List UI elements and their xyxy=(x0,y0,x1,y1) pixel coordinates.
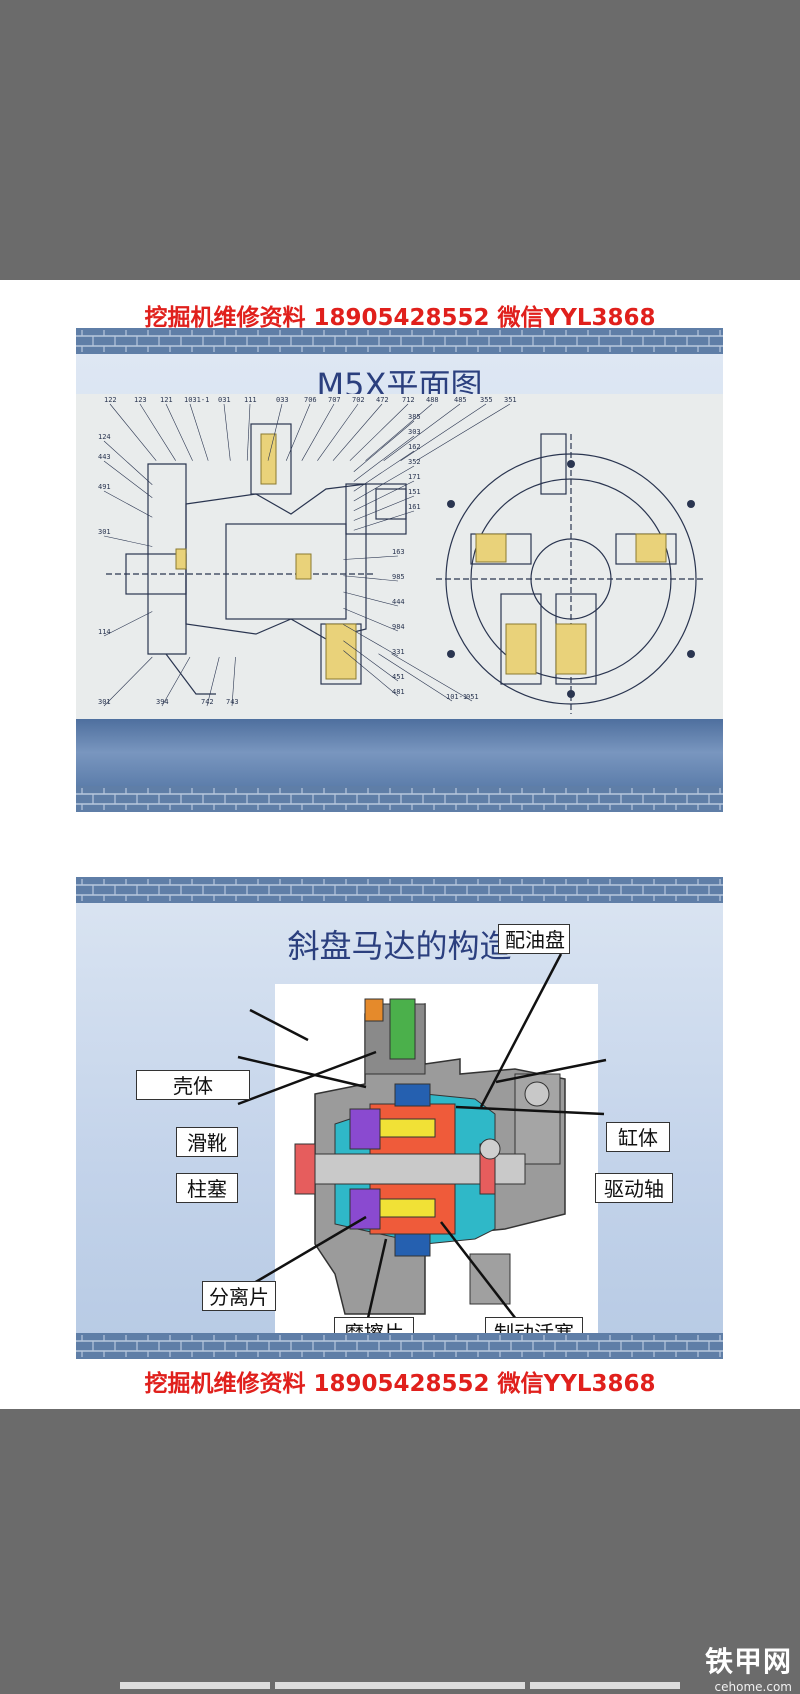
part-number-label: 351 xyxy=(504,396,517,404)
part-number-label: 331 xyxy=(392,648,405,656)
brick-strip-bottom xyxy=(76,786,723,812)
slide-m5x-plan: M5X平面图 xyxy=(76,328,723,812)
part-number-label: 301 xyxy=(98,528,111,536)
watermark-domain: cehome.com xyxy=(714,1680,792,1694)
part-number-label: 123 xyxy=(134,396,147,404)
part-number-label: 051 xyxy=(466,693,479,701)
nav-bar-segment xyxy=(275,1682,525,1689)
part-number-label: 111 xyxy=(244,396,257,404)
technical-drawing: 122 123 121 1031-1 031 111 033 706 707 702 472 712 4… xyxy=(76,394,723,719)
label-housing: 壳体 xyxy=(136,1070,250,1100)
part-number-label: 124 xyxy=(98,433,111,441)
part-number-label: 481 xyxy=(392,688,405,696)
label-drive-shaft: 驱动轴 xyxy=(595,1173,673,1203)
part-number-label: 162 xyxy=(408,443,421,451)
part-number-label: 352 xyxy=(408,458,421,466)
slide-bottom-band xyxy=(76,719,723,786)
part-number-label: 171 xyxy=(408,473,421,481)
site-watermark: 铁甲网 cehome.com xyxy=(705,1640,792,1694)
part-number-label: 491 xyxy=(98,483,111,491)
label-distributor-plate: 配油盘 xyxy=(498,924,570,954)
part-number-label: 101-1 xyxy=(446,693,467,701)
brick-pattern xyxy=(76,788,723,810)
brick-pattern xyxy=(76,1335,723,1357)
brick-strip-top xyxy=(76,328,723,354)
brick-strip-bottom xyxy=(76,1333,723,1359)
part-number-label: 031 xyxy=(218,396,231,404)
brick-pattern xyxy=(76,330,723,352)
label-separator-plate: 分离片 xyxy=(202,1281,276,1311)
part-number-label: 472 xyxy=(376,396,389,404)
slide-title: 斜盘马达的构造 xyxy=(287,927,512,965)
part-number-label: 355 xyxy=(480,396,493,404)
part-number-label: 163 xyxy=(392,548,405,556)
label-cylinder-block: 缸体 xyxy=(606,1122,670,1152)
part-number-label: 706 xyxy=(304,396,317,404)
nav-bar-segment xyxy=(530,1682,680,1689)
watermark-logo-text: 铁甲网 xyxy=(704,1645,792,1678)
contact-banner-bottom: 挖掘机维修资料 18905428552 微信YYL3868 xyxy=(144,1371,656,1397)
part-number-label: 151 xyxy=(408,488,421,496)
part-number-label: 985 xyxy=(392,573,405,581)
part-number-label: 121 xyxy=(160,396,173,404)
cross-section-diagram xyxy=(275,984,598,1359)
part-number-label: 114 xyxy=(98,628,111,636)
nav-bar-segment xyxy=(120,1682,270,1689)
part-number-label: 443 xyxy=(98,453,111,461)
part-number-label: 451 xyxy=(392,673,405,681)
part-number-label: 303 xyxy=(408,428,421,436)
contact-banner-top: 挖掘机维修资料 18905428552 微信YYL3868 xyxy=(144,305,656,331)
part-number-label: 485 xyxy=(454,396,467,404)
brick-strip-top xyxy=(76,877,723,903)
part-number-label: 707 xyxy=(328,396,341,404)
part-number-label: 394 xyxy=(156,698,169,706)
label-slipper: 滑靴 xyxy=(176,1127,238,1157)
part-number-label: 712 xyxy=(402,396,415,404)
part-number-label: 444 xyxy=(392,598,405,606)
part-number-label: 488 xyxy=(426,396,439,404)
part-number-label: 385 xyxy=(408,413,421,421)
part-number-label: 161 xyxy=(408,503,421,511)
label-piston: 柱塞 xyxy=(176,1173,238,1203)
m5x-drawing: 122 123 121 1031-1 031 111 033 706 707 702 472 712 4… xyxy=(98,396,706,714)
part-number-label: 702 xyxy=(352,396,365,404)
part-number-label: 984 xyxy=(392,623,405,631)
part-number-label: 742 xyxy=(201,698,214,706)
leader-lines xyxy=(237,953,607,1328)
part-number-label: 301 xyxy=(98,698,111,706)
slide-swashplate-motor: 斜盘马达的构造 xyxy=(76,877,723,1359)
brick-pattern xyxy=(76,879,723,901)
part-number-label: 1031-1 xyxy=(184,396,209,404)
part-number-label: 122 xyxy=(104,396,117,404)
part-number-label: 033 xyxy=(276,396,289,404)
